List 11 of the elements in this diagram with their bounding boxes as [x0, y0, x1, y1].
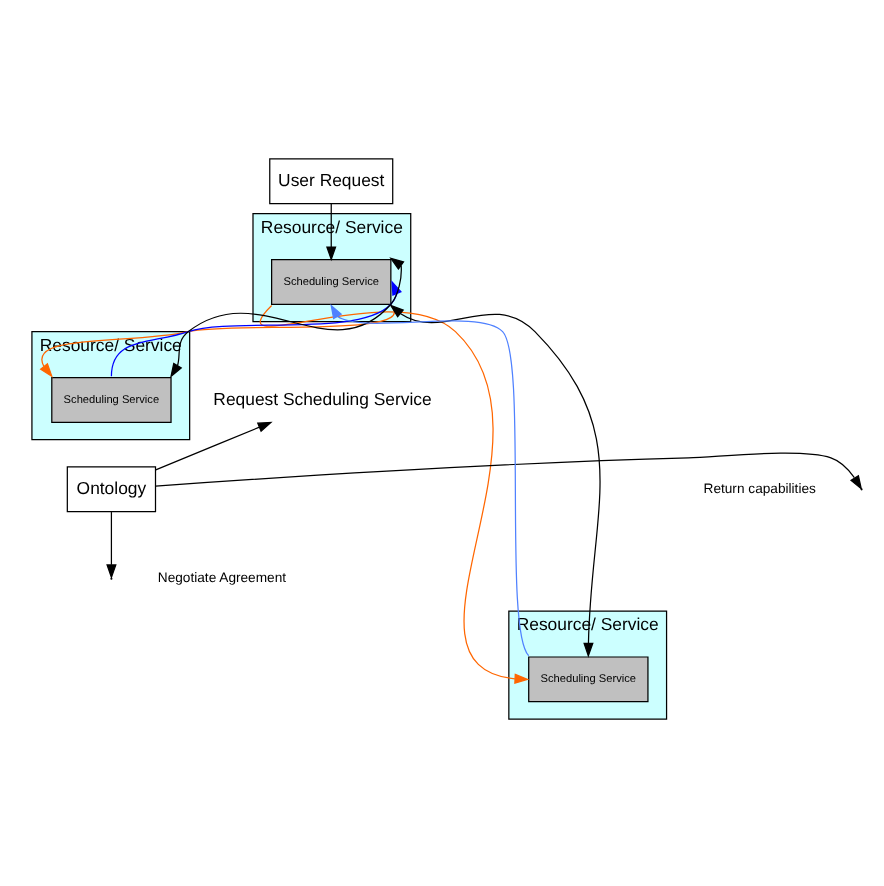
- node-box: User Request: [269, 157, 394, 204]
- arrow: [39, 303, 396, 377]
- arrow: [330, 302, 530, 656]
- arrow: [170, 256, 405, 377]
- arrow: [260, 303, 530, 683]
- arrow: [155, 420, 273, 470]
- node-box: Ontology: [66, 465, 157, 512]
- arrow: [389, 303, 601, 657]
- arrow: [110, 279, 402, 376]
- node-text: Request Scheduling Service: [213, 387, 432, 408]
- arrow: [106, 510, 117, 579]
